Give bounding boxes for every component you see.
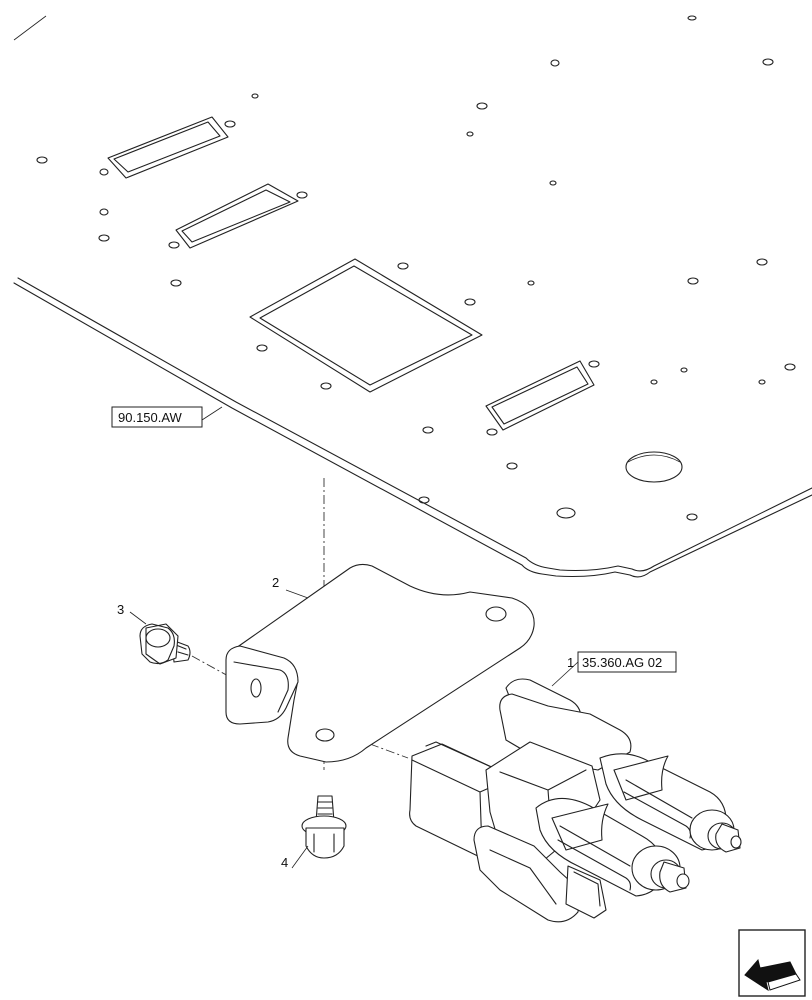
labels: 1 2 3 4 90.150.AW 35.360.AG 02 bbox=[111, 406, 677, 870]
bracket-hole-rear bbox=[485, 606, 507, 622]
leader-item-3 bbox=[129, 611, 147, 625]
plate-reference-text: 90.150.AW bbox=[118, 410, 183, 425]
callout-2: 2 bbox=[272, 575, 279, 590]
valve-bottom-connector bbox=[565, 865, 607, 919]
plate-slot-2 bbox=[175, 183, 299, 249]
leader-plate-ref bbox=[201, 406, 223, 421]
plate-corner-line bbox=[13, 15, 47, 41]
leader-item-2 bbox=[285, 589, 309, 599]
bracket-flange bbox=[225, 645, 299, 725]
bracket-slot-hole bbox=[250, 678, 262, 698]
mounting-bracket bbox=[225, 563, 535, 763]
leader-item-4 bbox=[291, 845, 309, 869]
callout-1: 1 bbox=[567, 655, 574, 670]
plate-edge-inner bbox=[17, 277, 812, 572]
valve-reference-text: 35.360.AG 02 bbox=[582, 655, 662, 670]
solenoid-rear bbox=[599, 753, 742, 853]
solenoid-front bbox=[535, 797, 690, 897]
centerline-valve bbox=[369, 743, 409, 759]
plate-slot-1 bbox=[107, 116, 229, 179]
leader-item-1 bbox=[551, 661, 579, 687]
callout-leaders bbox=[129, 406, 579, 869]
arrow-down-left-icon[interactable] bbox=[738, 929, 806, 997]
plate-reference-box[interactable]: 90.150.AW bbox=[111, 406, 203, 428]
plate-edge-outer bbox=[13, 282, 812, 578]
plate-slot-3 bbox=[485, 360, 595, 431]
valve-reference-box[interactable]: 35.360.AG 02 bbox=[577, 651, 677, 673]
solenoid-valve-assembly bbox=[409, 678, 742, 923]
plate-large-hole bbox=[625, 451, 683, 483]
callout-3: 3 bbox=[117, 602, 124, 617]
floor-plate bbox=[13, 15, 812, 578]
plate-square-cutout bbox=[249, 258, 483, 393]
bolt-item-3 bbox=[139, 623, 191, 665]
plate-holes bbox=[36, 15, 796, 521]
bolt-item-4 bbox=[301, 795, 347, 859]
bracket-hole-front bbox=[315, 728, 335, 742]
callout-4: 4 bbox=[281, 855, 288, 870]
bracket-plate bbox=[235, 563, 535, 763]
